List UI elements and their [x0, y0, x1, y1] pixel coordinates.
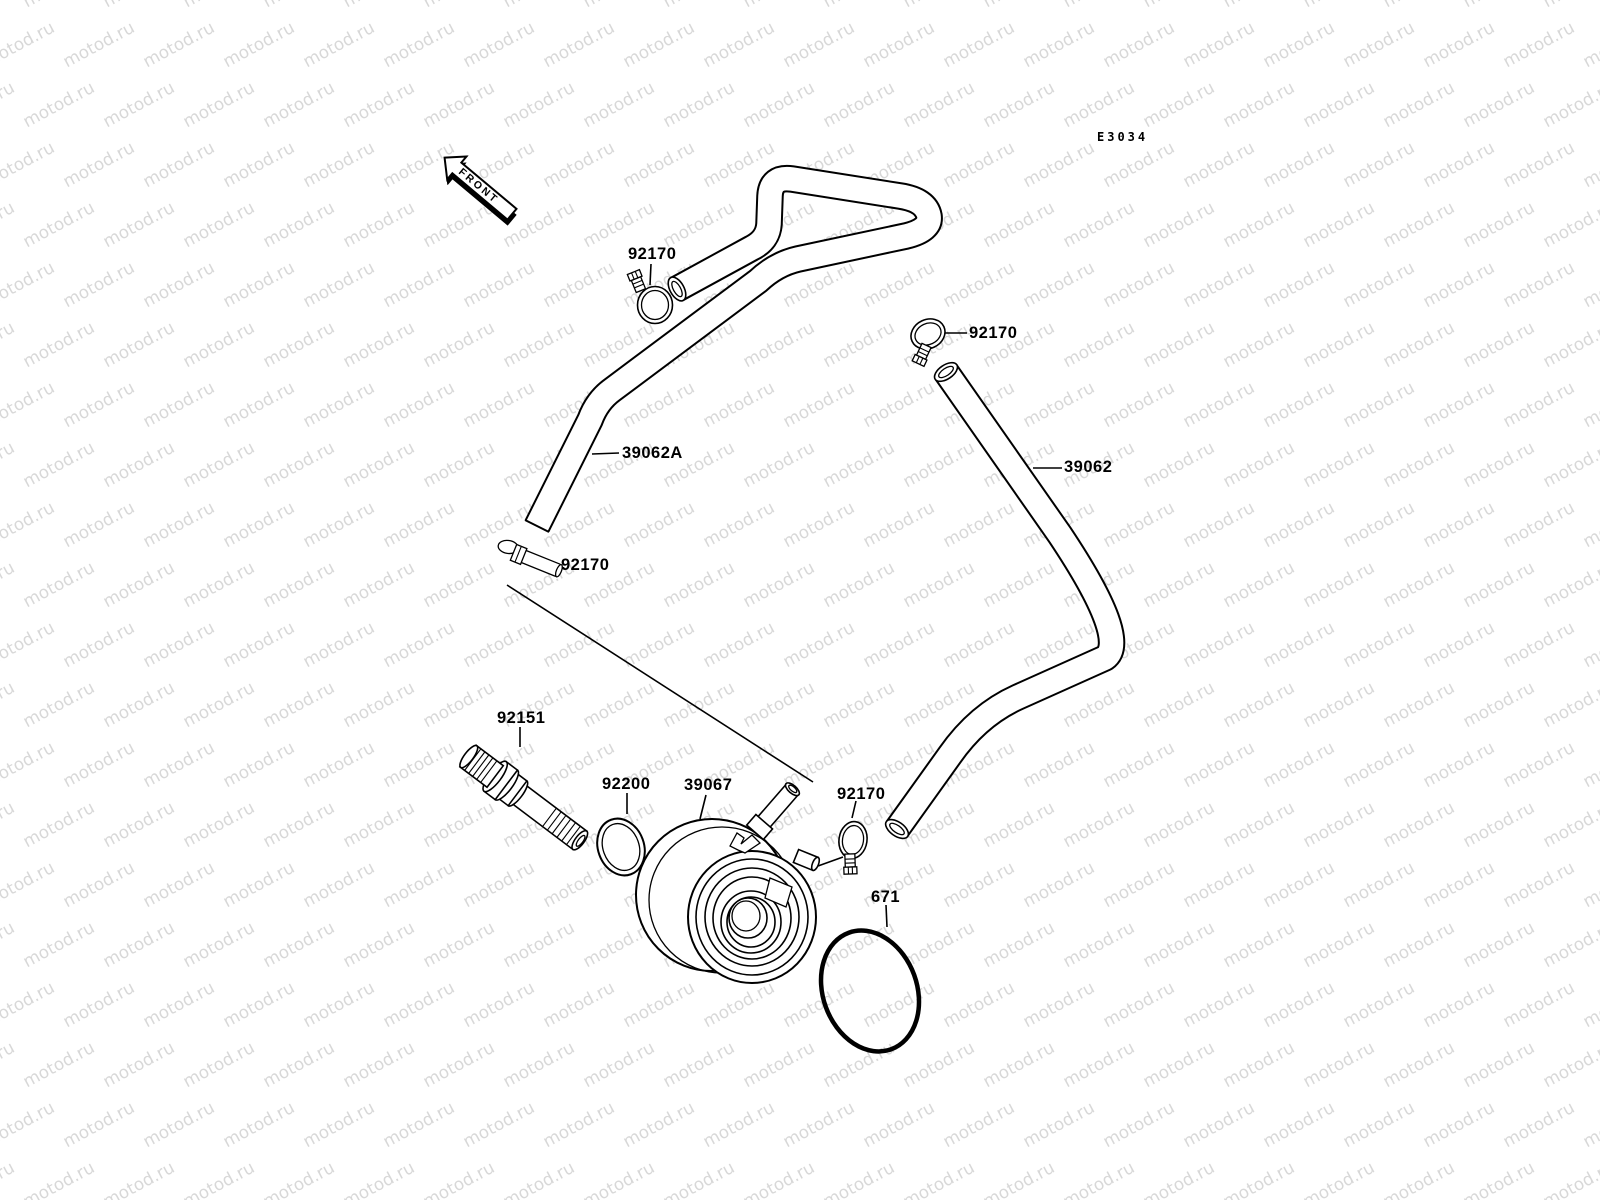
part-label-92200: 92200 — [602, 775, 651, 793]
front-direction-arrow: FRONT — [431, 143, 528, 232]
part-label-671: 671 — [871, 888, 901, 906]
part-label-92151: 92151 — [497, 709, 546, 727]
front-arrow-shape — [443, 155, 518, 226]
hose-clamp-92170-b — [910, 318, 946, 368]
union-fitting-92151 — [458, 744, 589, 851]
hose-clamp-92170-d — [838, 820, 868, 875]
part-label-39067: 39067 — [684, 776, 733, 794]
hose-clamp-92170-c — [497, 539, 563, 578]
part-label-39062: 39062 — [1064, 458, 1113, 476]
o-ring-671 — [818, 928, 922, 1054]
diagram-code: E3034 — [1097, 130, 1149, 144]
part-label-39062A: 39062A — [622, 444, 683, 462]
hose-clamp-92170-a — [626, 268, 674, 325]
oil-cooler-39067 — [635, 782, 821, 984]
part-label-92170-c: 92170 — [561, 556, 610, 574]
part-label-92170-d: 92170 — [837, 785, 886, 803]
o-ring-92200 — [596, 817, 646, 877]
part-label-92170-b: 92170 — [969, 324, 1018, 342]
hose-39062 — [884, 361, 1126, 840]
part-label-92170-a: 92170 — [628, 245, 677, 263]
hose-39062a — [524, 164, 943, 533]
